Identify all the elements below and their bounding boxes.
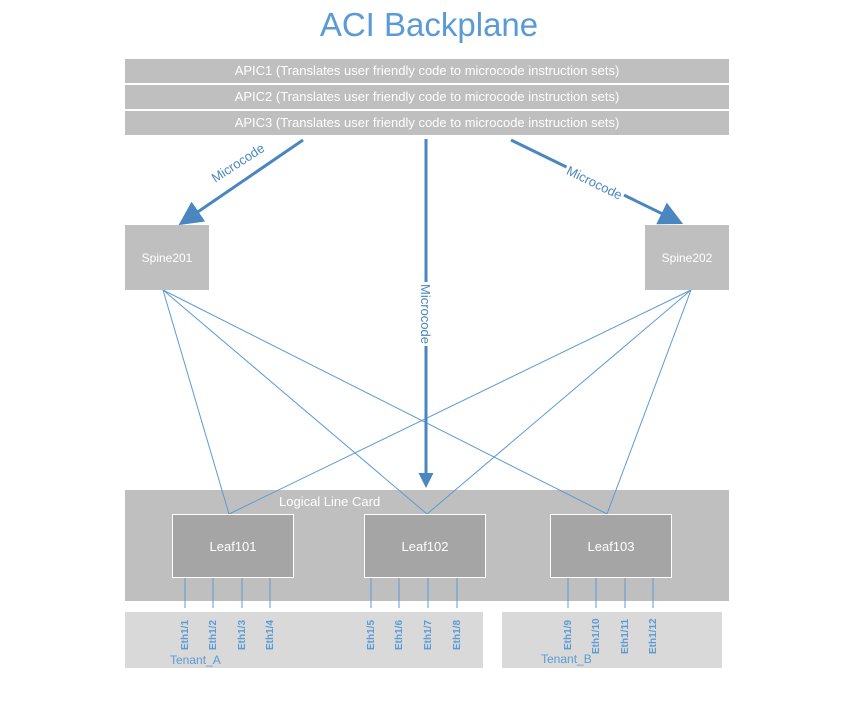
- port-label: Eth1/7: [423, 619, 434, 650]
- port-label: Eth1/2: [208, 619, 219, 650]
- apic-2: APIC2 (Translates user friendly code to …: [125, 85, 729, 109]
- spine-202: Spine202: [645, 225, 729, 290]
- port-label: Eth1/3: [237, 619, 248, 650]
- leaf-101: Leaf101: [172, 514, 294, 578]
- line-card-label: Logical Line Card: [279, 494, 381, 509]
- port-lines: [184, 578, 654, 608]
- apic-3: APIC3 (Translates user friendly code to …: [125, 111, 729, 135]
- port-label: Eth1/1: [180, 619, 191, 650]
- tenant-a-region: [125, 612, 483, 668]
- port-label: Eth1/10: [591, 618, 602, 654]
- leaf-103: Leaf103: [550, 514, 672, 578]
- link-spine202-leaf102: [426, 289, 692, 515]
- tenant-b-label: Tenant_B: [541, 652, 592, 666]
- link-spine201-leaf101: [162, 289, 230, 515]
- tenant-a-label: Tenant_A: [170, 653, 221, 667]
- port-label: Eth1/8: [452, 619, 463, 650]
- port-label: Eth1/12: [648, 618, 659, 654]
- link-spine201-leaf102: [162, 289, 428, 515]
- spine-201: Spine201: [125, 225, 209, 290]
- link-spine202-leaf101: [228, 289, 692, 515]
- port-label: Eth1/11: [620, 618, 631, 654]
- port-label: Eth1/4: [265, 619, 276, 650]
- link-spine201-leaf103: [162, 289, 608, 515]
- port-label: Eth1/5: [366, 619, 377, 650]
- leaf-102: Leaf102: [364, 514, 486, 578]
- diagram-title: ACI Backplane: [319, 6, 539, 43]
- arrow-label-center: Microcode: [418, 282, 433, 346]
- tenant-b-region: [502, 612, 722, 668]
- fabric-links: [162, 289, 692, 515]
- port-label: Eth1/6: [394, 619, 405, 650]
- apic-1: APIC1 (Translates user friendly code to …: [125, 59, 729, 83]
- port-label: Eth1/9: [563, 619, 574, 650]
- link-spine202-leaf103: [606, 289, 692, 515]
- arrow-left: [178, 138, 304, 226]
